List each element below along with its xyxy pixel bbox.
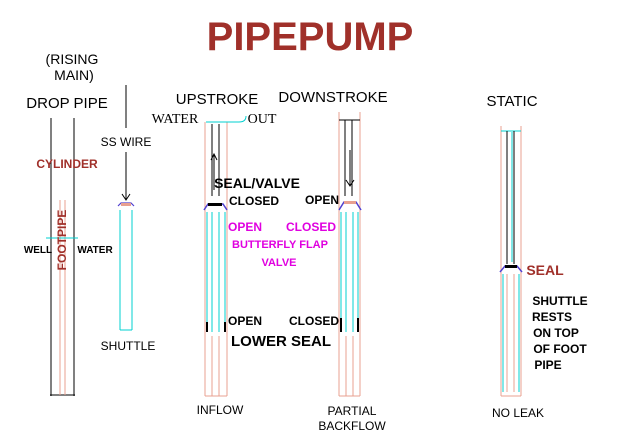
lower-seal-label: LOWER SEAL: [231, 333, 331, 350]
closed-upper-downstroke: CLOSED: [286, 220, 336, 234]
downstroke-label: DOWNSTROKE: [278, 89, 387, 106]
shuttle-rests-line2: RESTS: [532, 310, 572, 324]
butterfly-flap-line1: BUTTERFLY FLAP: [232, 239, 328, 251]
no-leak-label: NO LEAK: [492, 406, 544, 420]
drop-pipe: [46, 118, 78, 396]
well-label: WELL: [24, 245, 52, 256]
downstroke-pipe: [338, 112, 362, 397]
open-lower-upstroke: OPEN: [228, 314, 262, 328]
butterfly-flap-line2: VALVE: [261, 257, 296, 269]
partial-backflow-line1: PARTIAL: [328, 404, 377, 418]
ss-wire-shuttle: [117, 85, 135, 331]
water-label: WATER: [77, 245, 113, 256]
closed-lower-downstroke: CLOSED: [289, 314, 339, 328]
shuttle-rests-line4: OF FOOT: [533, 342, 587, 356]
seal-label: SEAL: [526, 262, 564, 278]
diagram-title: PIPEPUMP: [207, 15, 414, 59]
upstroke-label: UPSTROKE: [176, 91, 259, 108]
shuttle-label: SHUTTLE: [101, 339, 156, 353]
water-out-label-water: WATER: [152, 112, 199, 127]
open-upper-upstroke: OPEN: [228, 220, 262, 234]
ss-wire-label: SS WIRE: [101, 135, 152, 149]
static-label: STATIC: [486, 93, 537, 110]
open-upper-downstroke: OPEN: [305, 193, 339, 207]
rising-main-label-line2: MAIN): [54, 67, 94, 83]
shuttle-rests-line5: PIPE: [534, 358, 561, 372]
partial-backflow-line2: BACKFLOW: [318, 419, 386, 433]
cylinder-label: CYLINDER: [36, 157, 98, 171]
water-out-label-out: OUT: [248, 112, 277, 127]
shuttle-rests-line3: ON TOP: [533, 326, 579, 340]
seal-valve-label: SEAL/VALVE: [214, 175, 300, 191]
drop-pipe-label: DROP PIPE: [26, 95, 107, 112]
closed-upper-upstroke: CLOSED: [229, 194, 279, 208]
rising-main-label-line1: (RISING: [46, 51, 99, 67]
inflow-label: INFLOW: [197, 403, 244, 417]
shuttle-rests-line1: SHUTTLE: [532, 294, 587, 308]
upstroke-pipe: [203, 115, 247, 397]
static-pipe: [499, 126, 523, 397]
footpipe-label: FOOTPIPE: [55, 210, 69, 271]
